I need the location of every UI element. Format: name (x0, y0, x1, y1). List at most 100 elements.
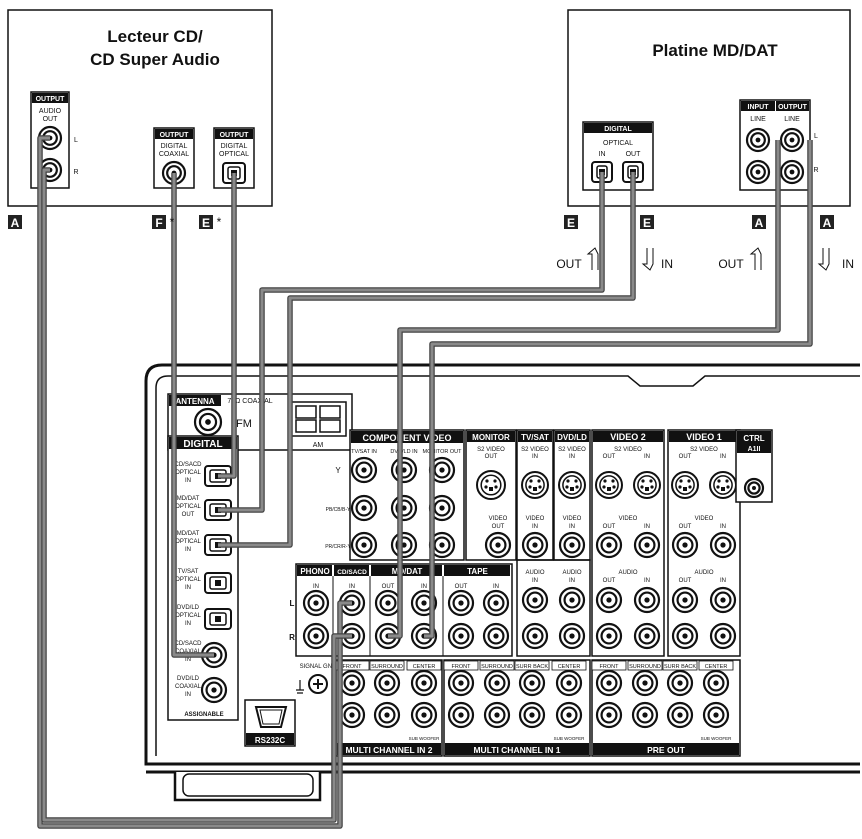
in-label: IN (720, 524, 726, 530)
marker-e (564, 215, 578, 229)
digital-title: DIGITAL (183, 439, 222, 450)
md-optical-in-cable-core (218, 172, 604, 512)
rs232c-badge (246, 733, 294, 745)
receiver-chassis-inner (155, 375, 860, 756)
audio-group-badge (371, 565, 442, 576)
mc-jack (702, 701, 730, 729)
antenna-badge (169, 395, 221, 406)
video-group-title: VIDEO 2 (610, 432, 646, 442)
component-video-jack (350, 456, 378, 484)
component-video-jack (390, 494, 418, 522)
signal-out-label: OUT (718, 257, 744, 271)
video1-video-in-jack (709, 531, 737, 559)
signal-gnd-label: SIGNAL GND (300, 664, 337, 670)
coaxial-label: DIGITAL (161, 143, 188, 150)
mc-jack (555, 669, 583, 697)
video-label: VIDEO (526, 516, 545, 522)
audio-label: AUDIO (525, 570, 544, 576)
mc-jack (373, 669, 401, 697)
in-label: IN (349, 584, 355, 590)
audio-input-l-jack (374, 589, 402, 617)
mc-jack (410, 669, 438, 697)
tv_sat-video-jack (521, 531, 549, 559)
component-video-title: COMPONENT VIDEO (362, 433, 451, 443)
audio-input-l-jack (447, 589, 475, 617)
digital-jack-label: COAXIAL (175, 649, 202, 655)
audio-group-title: PHONO (300, 567, 329, 576)
cd-audio-cable-l-core (38, 136, 352, 828)
out-label: OUT (382, 584, 395, 590)
video1-audio-in-jack (709, 622, 737, 650)
marker-a (820, 215, 834, 229)
audio-out-label: OUT (43, 116, 59, 123)
mc-col-label: SURR BACK (664, 664, 696, 670)
audio-label: AUDIO (562, 570, 581, 576)
out-label: OUT (455, 584, 468, 590)
s2-sub-label: IN (569, 454, 575, 460)
signal-in-label: IN (842, 257, 854, 271)
digital-badge-text: DIGITAL (604, 126, 632, 133)
mc-jack (410, 701, 438, 729)
video2-video-out-jack (595, 531, 623, 559)
digital-jack-label: CD/SACD (174, 462, 202, 468)
digital-jack-label: DVD/LD (177, 676, 200, 682)
mc-col-label: FRONT (452, 664, 472, 670)
component-col-label: TV/SAT IN (351, 449, 377, 455)
video-sub-label: IN (532, 524, 538, 530)
video1-s-video-out-jack (671, 471, 699, 499)
video-label: VIDEO (619, 516, 638, 522)
cd-optical-cable-core (218, 173, 236, 478)
antenna-coaxial-label: 75Ω COAXIAL (227, 398, 272, 405)
optical-label: OPTICAL (219, 151, 249, 158)
mc-jack (666, 701, 694, 729)
dvd_ld-s-video-jack (558, 471, 586, 499)
component-col-label: DVD/LD IN (390, 449, 417, 455)
marker-a (752, 215, 766, 229)
am-terminal-clip (295, 405, 317, 419)
multi-channel-title: MULTI CHANNEL IN 1 (473, 745, 560, 755)
digital-jack-label: IN (185, 547, 191, 553)
md-optical-out-label: OUT (626, 151, 642, 158)
mc-jack (702, 669, 730, 697)
audio-group-title: TAPE (467, 567, 488, 576)
mc-col-label: FRONT (343, 664, 363, 670)
mc-jack (595, 669, 623, 697)
md-line-out-l-jack (779, 127, 805, 153)
receiver-chassis (144, 363, 860, 766)
dvd_ld-video-jack (558, 531, 586, 559)
s2-sub-label: IN (532, 454, 538, 460)
audio-input-r-jack (482, 622, 510, 650)
md-dat-title: Platine MD/DAT (652, 41, 778, 60)
monitor-s-video-jack (476, 470, 506, 500)
video-group-title: TV/SAT (521, 433, 549, 442)
s2-video-label: S2 VIDEO (558, 447, 586, 453)
audio-group-title: MD/DAT (392, 567, 423, 576)
video-group-title: VIDEO 1 (686, 432, 722, 442)
audio-input-r-jack (302, 622, 330, 650)
s2-video-label: S2 VIDEO (614, 447, 642, 453)
marker-e-letter: E (202, 216, 210, 230)
receiver-coaxial-jack (200, 676, 228, 704)
am-label: AM (313, 442, 324, 449)
md-optical-in-label: IN (599, 151, 606, 158)
multi-channel-badge (445, 743, 589, 755)
digital-jack-label: IN (185, 585, 191, 591)
video-sub-label: OUT (492, 524, 505, 530)
audio-input-section (295, 563, 513, 657)
mc-jack (518, 669, 546, 697)
video-group-badge (669, 431, 739, 442)
tv_sat-audio-r-jack (521, 622, 549, 650)
audio-out-label: AUDIO (39, 108, 62, 115)
output-badge-text: OUTPUT (778, 104, 808, 111)
marker-f (152, 215, 166, 229)
component-row-label: PB/CB/B-Y (326, 507, 351, 513)
marker-a-letter: A (823, 216, 832, 230)
in-label: IN (644, 578, 650, 584)
channel-r-label: R (813, 167, 818, 174)
tv-dvd-audio-box (516, 559, 591, 657)
digital-badge (584, 123, 652, 133)
in-label: IN (313, 584, 319, 590)
out-label: OUT (603, 454, 616, 460)
audio-label: AUDIO (694, 570, 713, 576)
